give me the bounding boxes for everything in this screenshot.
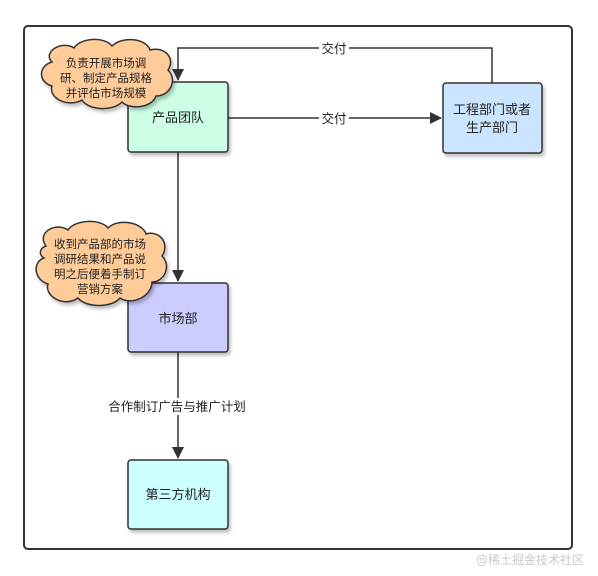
node-third-party[interactable]: 第三方机构 <box>127 459 229 530</box>
node-third-party-box <box>127 459 229 530</box>
outer-frame <box>23 25 573 550</box>
node-engineering-label-2: 生产部门 <box>466 121 518 136</box>
node-marketing-label: 市场部 <box>158 311 197 327</box>
edge-label-deliver-mid: 交付 <box>321 111 346 126</box>
cloud-product-line-3: 并评估市场规模 <box>66 86 147 100</box>
edge-label-bg <box>319 110 349 126</box>
edge-label-ad-plan: 合作制订广告与推广计划 <box>108 399 246 414</box>
edge-label-bg <box>104 398 250 415</box>
cloud-marketing-line-1: 收到产品部的市场 <box>54 237 146 251</box>
cloud-product-shape <box>40 38 174 110</box>
cloud-marketing-shape <box>35 220 168 307</box>
node-marketing[interactable]: 市场部 <box>127 282 229 353</box>
cloud-note-marketing: 收到产品部的市场 调研结果和产品说 明之后便着手制订 营销方案 <box>35 220 168 307</box>
edge-label-deliver-top: 交付 <box>321 41 346 56</box>
cloud-marketing-line-4: 营销方案 <box>77 282 123 296</box>
edge-label-bg <box>319 40 349 56</box>
cloud-note-product: 负责开展市场调 研、制定产品规格 并评估市场规模 <box>40 38 174 110</box>
watermark-text: @稀土掘金技术社区 <box>475 553 584 567</box>
node-marketing-box <box>127 282 229 353</box>
node-engineering-box <box>442 82 543 154</box>
cloud-product-line-2: 研、制定产品规格 <box>60 71 152 85</box>
cloud-product-line-1: 负责开展市场调 <box>66 56 147 70</box>
cloud-marketing-line-3: 明之后便着手制订 <box>54 267 146 281</box>
node-product-team-label: 产品团队 <box>152 111 204 126</box>
node-third-party-label: 第三方机构 <box>145 487 210 503</box>
node-engineering-label-1: 工程部门或者 <box>453 103 531 118</box>
node-engineering[interactable]: 工程部门或者 生产部门 <box>442 82 543 154</box>
cloud-marketing-line-2: 调研结果和产品说 <box>54 252 146 266</box>
